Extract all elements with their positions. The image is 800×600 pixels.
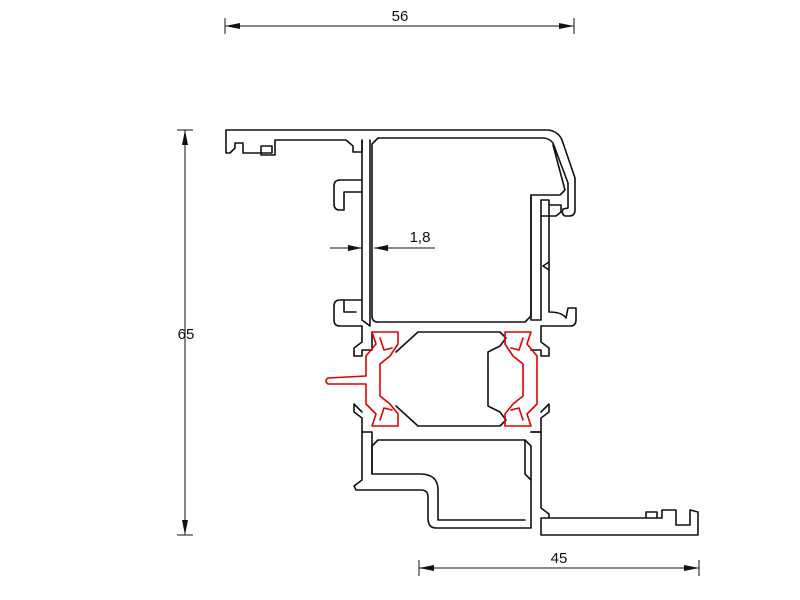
dimension-left-height: 65 bbox=[177, 129, 195, 536]
dimension-wall-thickness-label: 1,8 bbox=[410, 229, 431, 246]
gasket-right bbox=[504, 331, 538, 427]
gasket-left bbox=[325, 331, 399, 427]
dimension-top-width-label: 56 bbox=[392, 8, 409, 25]
upper-frame-profile bbox=[225, 129, 577, 327]
dimension-wall-thickness: 1,8 bbox=[330, 229, 435, 251]
dimension-bottom-width: 45 bbox=[418, 550, 700, 576]
thermal-break-profile bbox=[353, 325, 550, 433]
lower-frame-profile bbox=[353, 431, 699, 536]
dimension-bottom-width-label: 45 bbox=[551, 550, 568, 567]
dimension-top-width: 56 bbox=[224, 8, 575, 34]
dimension-left-height-label: 65 bbox=[178, 326, 195, 343]
